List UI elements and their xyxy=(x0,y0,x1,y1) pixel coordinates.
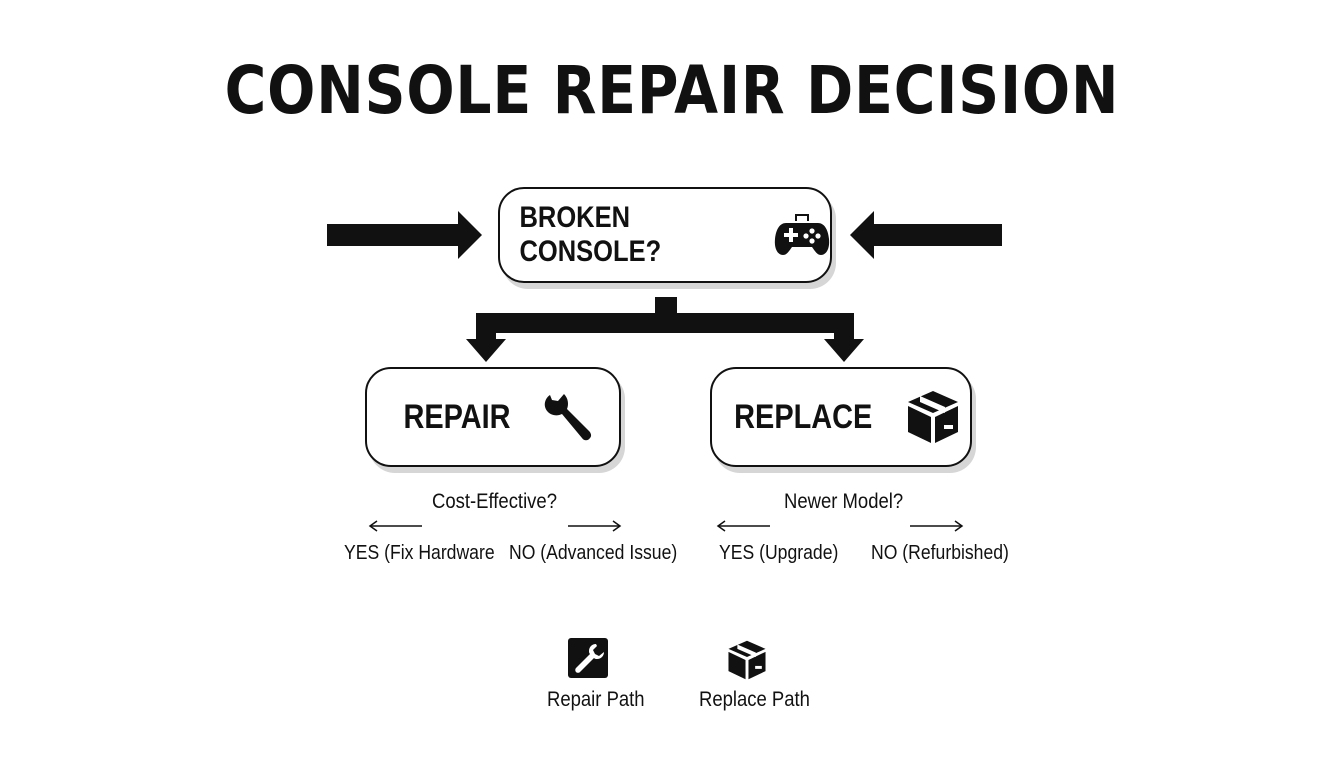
incoming-arrow-right xyxy=(850,211,1002,259)
replace-node: REPLACE xyxy=(710,367,972,467)
start-node: BROKEN CONSOLE? xyxy=(498,187,832,283)
legend-wrench-icon xyxy=(568,638,608,683)
repair-option-yes: YES (Fix Hardware xyxy=(344,542,495,564)
repair-yes-arrow xyxy=(368,520,422,532)
incoming-arrow-left xyxy=(327,211,482,259)
legend-repair-label: Repair Path xyxy=(547,688,645,711)
legend-replace-label: Replace Path xyxy=(699,688,810,711)
repair-node-label: REPAIR xyxy=(403,397,511,436)
branch-connector xyxy=(466,297,864,362)
replace-yes-arrow xyxy=(716,520,770,532)
legend-box-icon xyxy=(727,639,767,686)
repair-node: REPAIR xyxy=(365,367,621,467)
replace-option-no: NO (Refurbished) xyxy=(871,542,1009,564)
start-node-label: BROKEN CONSOLE? xyxy=(519,201,662,268)
repair-question: Cost-Effective? xyxy=(432,490,557,513)
repair-no-arrow xyxy=(568,520,622,532)
repair-option-no: NO (Advanced Issue) xyxy=(509,542,678,564)
diagram-title: CONSOLE REPAIR DECISION xyxy=(224,52,1120,129)
replace-question: Newer Model? xyxy=(784,490,904,513)
replace-no-arrow xyxy=(910,520,964,532)
box-icon xyxy=(906,389,960,445)
wrench-icon xyxy=(542,391,592,443)
replace-node-label: REPLACE xyxy=(733,397,873,436)
replace-option-yes: YES (Upgrade) xyxy=(719,542,839,564)
gamepad-icon xyxy=(774,211,830,259)
